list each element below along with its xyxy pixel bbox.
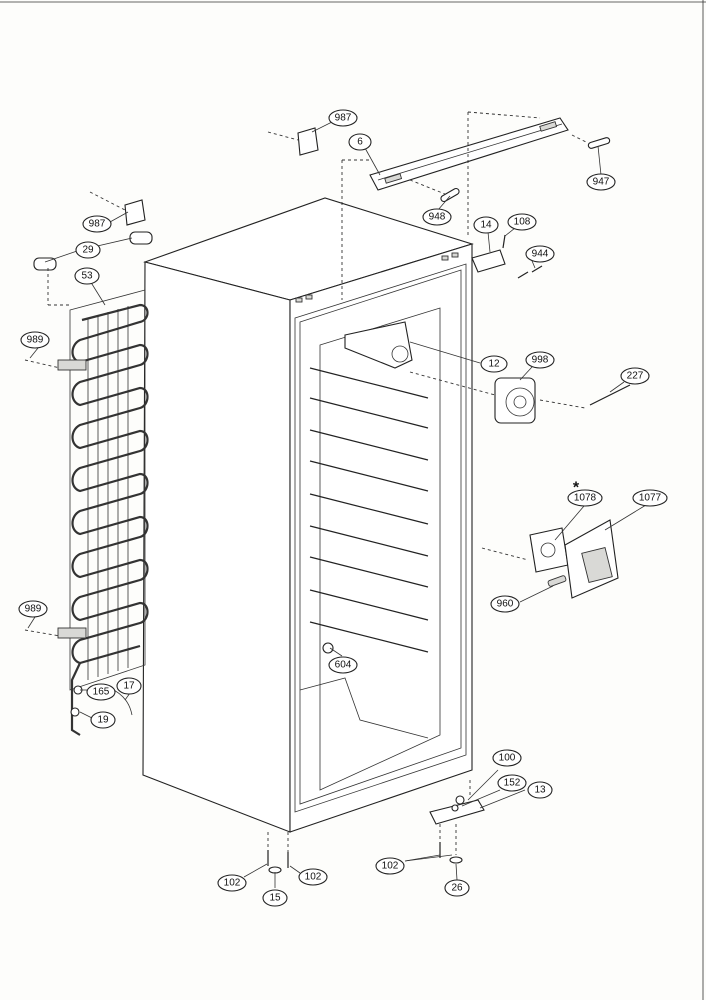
part-label-100: 100 — [492, 749, 522, 767]
svg-text:108: 108 — [514, 217, 531, 228]
part-label-102-hinge: 102 — [375, 857, 405, 875]
part-label-947: 947 — [586, 173, 616, 191]
part-label-1077: 1077 — [632, 489, 668, 507]
part-label-29: 29 — [75, 241, 101, 259]
part-label-17: 17 — [116, 677, 142, 695]
svg-text:987: 987 — [335, 113, 352, 124]
svg-text:1077: 1077 — [639, 493, 662, 504]
part-label-12: 12 — [480, 355, 508, 373]
svg-text:15: 15 — [269, 893, 281, 904]
svg-text:14: 14 — [480, 220, 492, 231]
svg-text:989: 989 — [25, 604, 42, 615]
svg-text:960: 960 — [497, 599, 514, 610]
condenser-coil — [57, 289, 149, 736]
svg-text:6: 6 — [357, 137, 363, 148]
part-label-14: 14 — [473, 216, 499, 234]
svg-text:29: 29 — [82, 245, 94, 256]
svg-text:998: 998 — [532, 355, 549, 366]
part-label-987-top: 987 — [328, 109, 358, 127]
part-label-13: 13 — [527, 781, 553, 799]
svg-text:1078: 1078 — [574, 493, 597, 504]
part-label-26: 26 — [444, 879, 470, 897]
leader-lines — [27, 121, 647, 888]
part-label-102-right: 102 — [298, 868, 328, 886]
svg-text:53: 53 — [81, 271, 93, 282]
cabinet-shelves — [309, 367, 429, 653]
assembly-guides — [24, 111, 589, 855]
svg-text:947: 947 — [593, 177, 610, 188]
part-label-987-left: 987 — [82, 215, 112, 233]
svg-text:100: 100 — [499, 753, 516, 764]
part-label-998: 998 — [525, 351, 555, 369]
cabinet-body — [142, 197, 474, 833]
svg-text:19: 19 — [97, 715, 109, 726]
part-label-102-left: 102 — [217, 874, 247, 892]
top-rail — [369, 117, 569, 191]
part-label-989-top: 989 — [20, 331, 50, 349]
part-labels: 987 6 947 948 987 29 53 14 108 944 989 1… — [18, 109, 668, 907]
svg-text:165: 165 — [93, 687, 110, 698]
part-label-948: 948 — [422, 208, 452, 226]
svg-text:26: 26 — [451, 883, 463, 894]
part-label-989-bottom: 989 — [18, 600, 48, 618]
part-label-108: 108 — [507, 213, 537, 231]
svg-text:987: 987 — [89, 219, 106, 230]
svg-text:604: 604 — [335, 660, 352, 671]
svg-text:102: 102 — [224, 878, 241, 889]
part-label-19: 19 — [90, 711, 116, 729]
svg-text:13: 13 — [534, 785, 546, 796]
part-label-1078: 1078 — [567, 489, 603, 507]
part-label-944: 944 — [525, 245, 555, 263]
part-label-53: 53 — [74, 267, 100, 285]
svg-text:17: 17 — [123, 681, 135, 692]
svg-text:944: 944 — [532, 249, 549, 260]
part-label-152: 152 — [497, 774, 527, 792]
part-label-6: 6 — [348, 133, 372, 151]
part-label-960: 960 — [490, 595, 520, 613]
svg-text:948: 948 — [429, 212, 446, 223]
svg-text:152: 152 — [504, 778, 521, 789]
svg-text:102: 102 — [382, 861, 399, 872]
svg-text:989: 989 — [27, 335, 44, 346]
part-label-15: 15 — [262, 889, 288, 907]
svg-text:102: 102 — [305, 872, 322, 883]
svg-text:12: 12 — [488, 359, 500, 370]
small-parts — [33, 127, 631, 874]
asterisk-mark: * — [573, 480, 580, 497]
svg-text:227: 227 — [627, 371, 644, 382]
part-label-604: 604 — [328, 656, 358, 674]
part-label-227: 227 — [620, 367, 650, 385]
part-label-165: 165 — [86, 683, 116, 701]
